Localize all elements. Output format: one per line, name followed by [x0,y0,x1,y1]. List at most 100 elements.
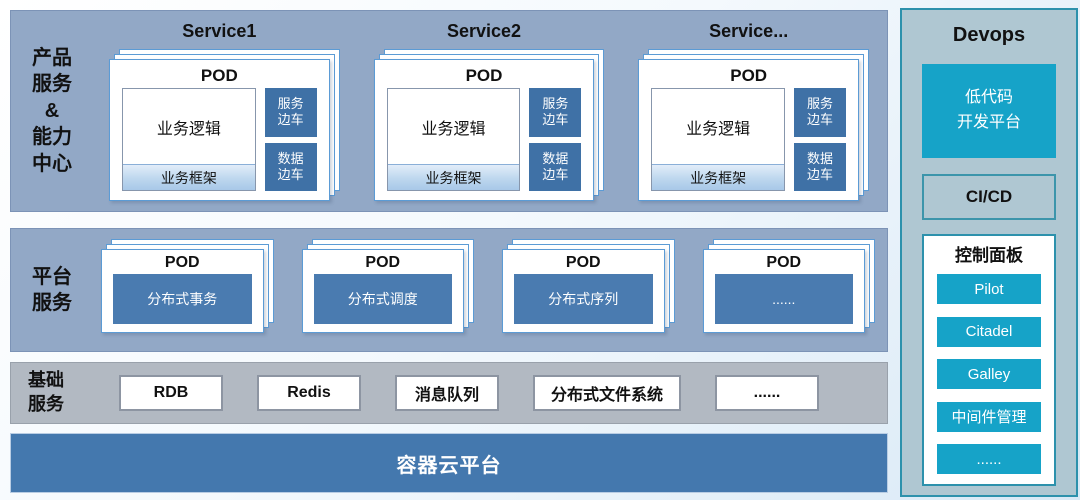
sidecar-label-line: 数据 [277,150,304,166]
row-label-line: 服务 [32,73,72,96]
base-service-items: RDB Redis 消息队列 分布式文件系统 ...... [81,363,887,423]
platform-pods: POD 分布式事务 POD 分布式调度 POD 分布式序列 [87,233,881,347]
row-label-line: 服务 [32,292,72,314]
platform-pod-more: POD ...... [702,239,875,333]
service-sidecar-box: 服务 边车 [529,88,582,137]
product-services-row: 产品 服务 & 能力 中心 Service1 POD 业务逻辑 业务框架 [10,10,888,212]
row-label-base-services: 基础 服务 [11,363,81,423]
control-btn-more: ...... [937,444,1041,474]
pod-label: POD [730,66,768,85]
service-group-2: Service2 POD 业务逻辑 业务框架 [352,15,617,207]
pod-stack: POD 业务逻辑 业务框架 服务 边车 [373,49,605,201]
sidecar-label-line: 边车 [277,166,304,182]
service-group-3: Service... POD 业务逻辑 业务框架 [616,15,881,207]
base-service-rdb: RDB [118,375,223,411]
pod-card: POD 分布式序列 [502,249,665,333]
pod-card: POD ...... [702,249,865,333]
control-btn-galley: Galley [937,359,1041,389]
control-panel-buttons: Pilot Citadel Galley 中间件管理 ...... [937,270,1041,474]
lowcode-label-line: 低代码 [964,89,1013,107]
service-sidecar-box: 服务 边车 [264,88,317,137]
base-service-more: ...... [715,375,819,411]
service-group-1: Service1 POD 业务逻辑 业务框架 [87,15,352,207]
business-framework-bar: 业务框架 [652,164,785,190]
row-label-line: 中心 [32,152,72,175]
pod-stack: POD 业务逻辑 业务框架 服务 边车 [638,49,870,201]
business-framework-bar: 业务框架 [123,164,255,190]
sidecar-label-line: 边车 [542,166,569,182]
pod-label: POD [365,254,401,271]
sidecar-label-line: 服务 [807,96,834,111]
sidecars: 服务 边车 数据 边车 [794,88,847,191]
row-label-line: & [44,99,60,122]
business-logic-label: 业务逻辑 [686,120,751,138]
lowcode-platform-box: 低代码 开发平台 [922,64,1056,158]
pod-card: POD 业务逻辑 业务框架 服务 边车 [373,59,595,201]
sidecar-label-line: 数据 [542,150,569,166]
sidecar-label-line: 边车 [542,112,569,128]
control-btn-citadel: Citadel [937,316,1041,347]
business-logic-box: 业务逻辑 业务框架 [651,88,786,191]
business-logic-label: 业务逻辑 [156,120,221,138]
pod-label: POD [565,254,601,271]
business-framework-bar: 业务框架 [387,164,520,190]
sidecar-label-line: 边车 [277,112,304,128]
sidecar-label-line: 服务 [277,96,304,111]
pod-card: POD 分布式调度 [301,249,464,333]
pod-service-bar: 分布式序列 [514,274,653,324]
base-services-row: 基础 服务 RDB Redis 消息队列 分布式文件系统 ...... [10,362,888,424]
control-panel-title: 控制面板 [955,246,1023,265]
sidecars: 服务 边车 数据 边车 [529,88,582,191]
control-btn-middleware-management: 中间件管理 [937,401,1041,432]
pod-body: 业务逻辑 业务框架 服务 边车 数据 边车 [651,88,847,191]
base-service-message-queue: 消息队列 [394,375,499,411]
control-panel: 控制面板 Pilot Citadel Galley 中间件管理 ...... [922,234,1056,486]
row-label-line: 平台 [32,265,72,288]
row-label-line: 基础 [28,370,64,391]
service-title: Service1 [182,21,257,41]
sidecar-label-line: 服务 [542,96,569,111]
pod-service-bar: ...... [714,274,853,324]
platform-pod-distributed-scheduling: POD 分布式调度 [301,239,474,333]
control-btn-pilot: Pilot [937,274,1041,304]
row-label-platform-services: 平台 服务 [17,233,87,347]
service-sidecar-box: 服务 边车 [794,88,847,137]
row-label-line: 服务 [28,394,64,414]
row-label-line: 能力 [32,126,72,149]
data-sidecar-box: 数据 边车 [264,142,317,191]
business-logic-label: 业务逻辑 [421,120,486,138]
base-service-redis: Redis [256,375,361,411]
service-title: Service... [709,21,789,41]
pod-card: POD 业务逻辑 业务框架 服务 边车 [109,59,330,201]
cicd-box: CI/CD [922,174,1056,220]
pod-stack: POD 业务逻辑 业务框架 服务 边车 [109,49,340,201]
service-groups: Service1 POD 业务逻辑 业务框架 [87,15,881,207]
platform-services-row: 平台 服务 POD 分布式事务 POD 分布式调度 [10,228,888,352]
service-title: Service2 [446,21,522,41]
pod-body: 业务逻辑 业务框架 服务 边车 数据 边车 [122,88,317,191]
data-sidecar-box: 数据 边车 [529,142,582,191]
devops-column: Devops 低代码 开发平台 CI/CD 控制面板 Pilot Citadel… [900,8,1078,497]
pod-card: POD 业务逻辑 业务框架 服务 边车 [638,59,860,201]
pod-card: POD 分布式事务 [101,249,264,333]
data-sidecar-box: 数据 边车 [794,142,847,191]
platform-pod-distributed-transaction: POD 分布式事务 [101,239,274,333]
sidecar-label-line: 边车 [807,112,834,128]
row-label-line: 产品 [32,47,72,70]
row-label-product-services: 产品 服务 & 能力 中心 [17,15,87,207]
pod-label: POD [164,254,200,271]
pod-label: POD [200,66,238,85]
devops-title: Devops [952,24,1026,46]
pod-label: POD [766,254,802,271]
sidecars: 服务 边车 数据 边车 [264,88,317,191]
pod-service-bar: 分布式调度 [313,274,452,324]
business-logic-box: 业务逻辑 业务框架 [122,88,256,191]
container-cloud-platform-bar: 容器云平台 [10,433,888,493]
pod-label: POD [465,66,503,85]
pod-service-bar: 分布式事务 [113,274,252,324]
business-logic-box: 业务逻辑 业务框架 [386,88,521,191]
lowcode-label-line: 开发平台 [956,114,1021,131]
pod-body: 业务逻辑 业务框架 服务 边车 数据 边车 [386,88,582,191]
sidecar-label-line: 数据 [807,150,834,166]
